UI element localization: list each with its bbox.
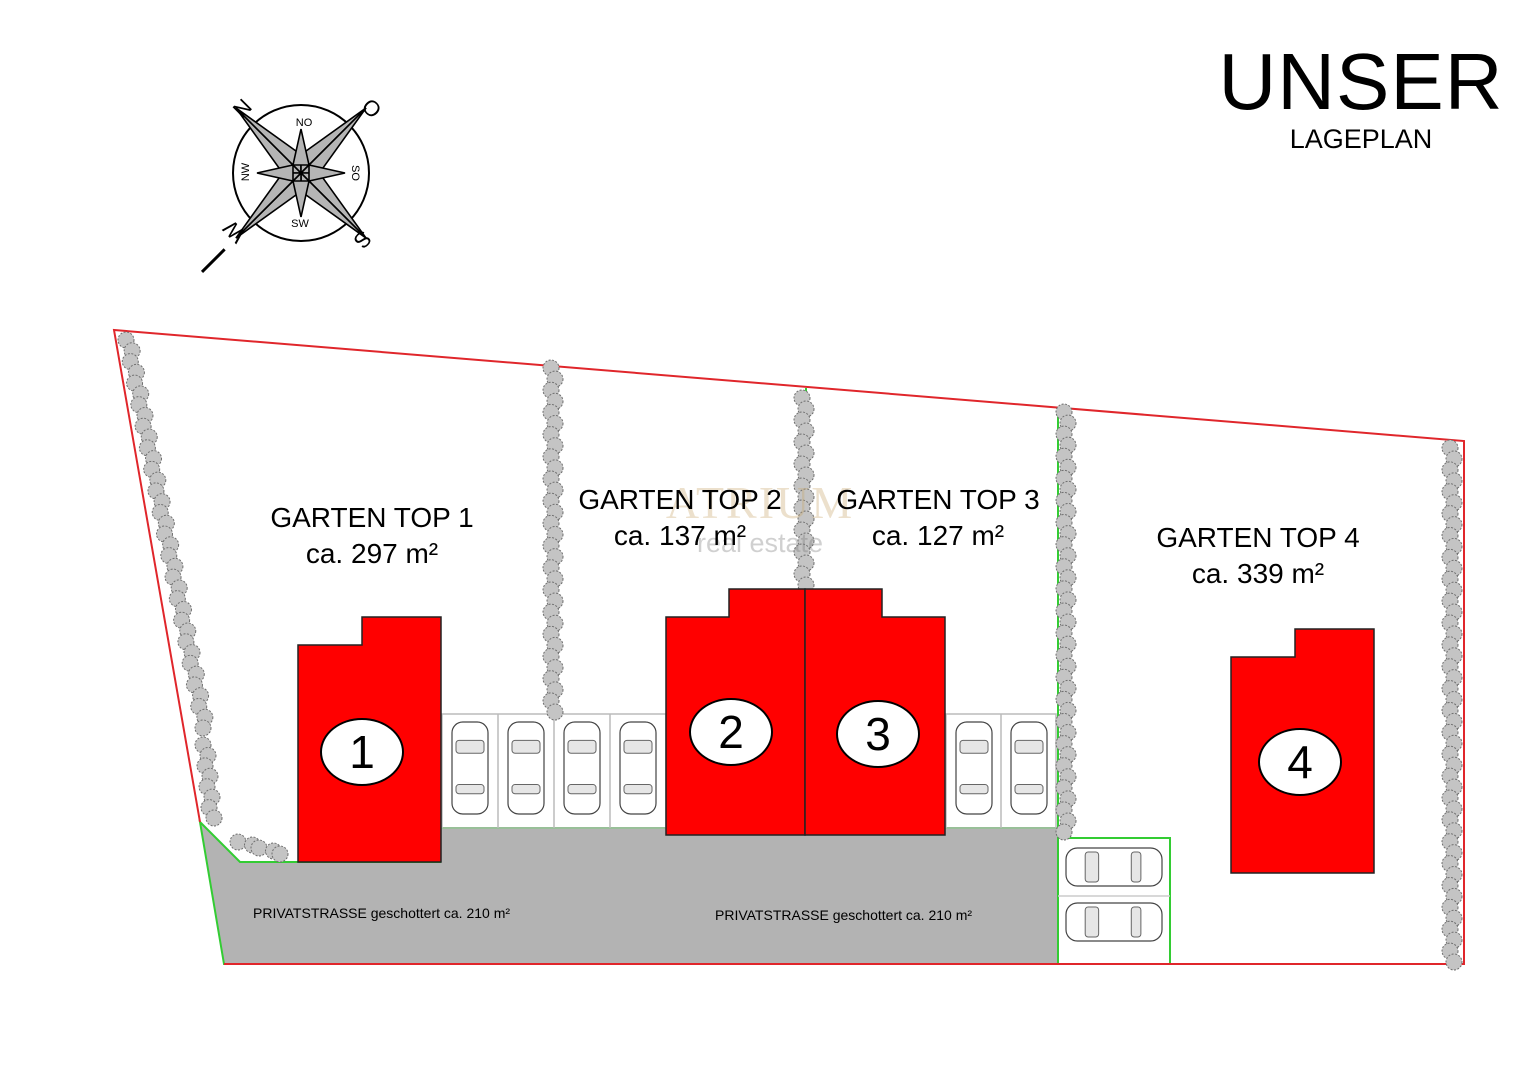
hedge-shrub [205,809,223,827]
hedge-east [1441,439,1463,971]
car-icon [1065,847,1163,887]
compass-label-ne: NO [296,117,313,129]
hedge-west-upper [117,331,214,737]
compass-label-north: N [228,94,257,123]
car-icon [563,721,601,815]
compass-label-west: W [218,215,251,248]
garden-area: ca. 339 m² [1191,558,1325,589]
title-main: UNSER [1218,37,1504,126]
compass-label-sw: SW [291,218,309,230]
hedge-shrub [1055,823,1073,841]
street-label-right: PRIVATSTRASSE geschottert ca. 210 m² [715,907,973,923]
hedge-shrub [250,839,268,857]
compass-needle [235,107,367,239]
compass-label-east: O [357,93,387,123]
car-icon [619,721,657,815]
hedge-west-lower [194,736,223,827]
car-icon [507,721,545,815]
compass-west-tail [200,248,226,274]
car-icon [1010,721,1048,815]
compass-rose [200,103,370,274]
car-icon [955,721,993,815]
garden-area: ca. 137 m² [613,520,747,551]
garden-label-top2: GARTEN TOP 2 ca. 137 m² [540,482,820,554]
garden-area: ca. 127 m² [871,520,1005,551]
hedge-shrub [271,845,289,863]
title-sub: LAGEPLAN [1289,124,1433,154]
car-icon [1065,902,1163,942]
garden-name: GARTEN TOP 1 [270,502,474,533]
street-label-left: PRIVATSTRASSE geschottert ca. 210 m² [253,905,511,921]
garden-name: GARTEN TOP 4 [1156,522,1360,553]
compass-label-nw: NW [240,162,252,181]
cars [451,721,1163,942]
hedge-divider-1 [542,359,564,721]
garden-name: GARTEN TOP 2 [578,484,782,515]
car-icon [451,721,489,815]
house-number-2: 2 [689,698,773,766]
hedge-south-corner [229,833,289,863]
title-block: UNSER LAGEPLAN [1211,37,1511,155]
property-boundary [112,328,1465,965]
hedge-shrub [229,833,247,851]
garden-label-top1: GARTEN TOP 1 ca. 297 m² [232,500,512,572]
garden-name: GARTEN TOP 3 [836,484,1040,515]
house-number-4: 4 [1258,728,1342,796]
garden-label-top4: GARTEN TOP 4 ca. 339 m² [1118,520,1398,592]
garden-label-top3: GARTEN TOP 3 ca. 127 m² [798,482,1078,554]
house-number-1: 1 [320,718,404,786]
garden-area: ca. 297 m² [305,538,439,569]
hedges [117,331,1463,971]
hedge-shrub [546,703,564,721]
hedge-shrub [1445,953,1463,971]
hedge-shrub [194,719,212,737]
hedge-divider-2 [793,389,815,594]
compass-label-se: SO [349,165,361,181]
house-number-3: 3 [836,700,920,768]
compass-label-south: S [349,226,377,254]
hedge-divider-3 [1055,403,1077,841]
